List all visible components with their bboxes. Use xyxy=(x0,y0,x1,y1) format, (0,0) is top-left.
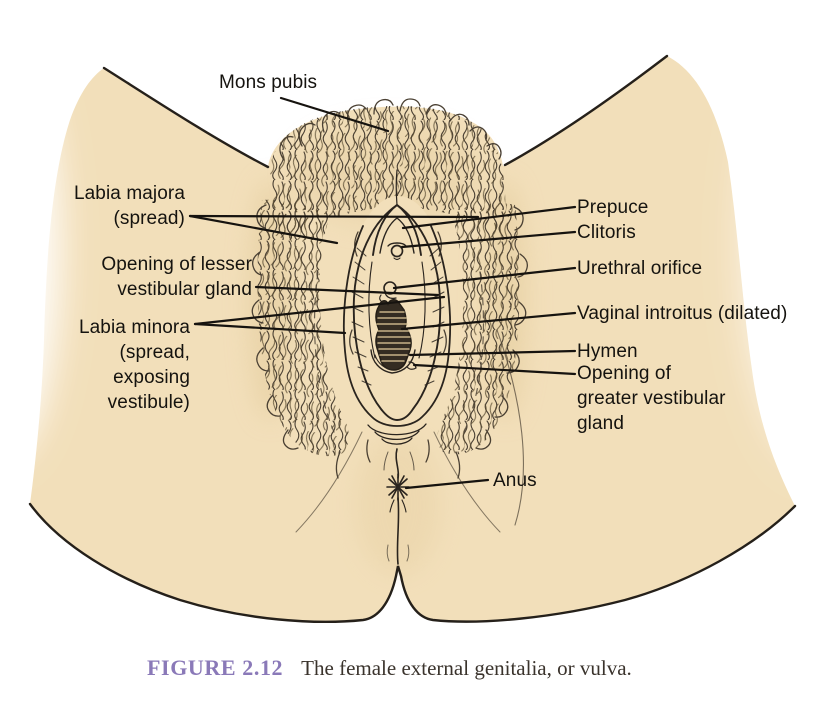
label-greater-vestibular-gland: Opening of greater vestibular gland xyxy=(577,363,726,434)
leader-mons-pubis xyxy=(279,96,390,133)
edge-fade xyxy=(0,30,825,460)
label-hymen: Hymen xyxy=(577,341,638,362)
label-urethral-orifice: Urethral orifice xyxy=(577,258,703,279)
leader-vaginal-introitus xyxy=(400,311,577,331)
leader-labia-minora-left xyxy=(193,322,347,335)
leader-labia-majora-left xyxy=(188,214,339,245)
leader-urethral-orifice xyxy=(392,266,577,290)
label-lesser-vestibular-gland: Opening of lesser vestibular gland xyxy=(101,254,252,300)
label-mons-pubis: Mons pubis xyxy=(219,72,318,93)
pubic-hair xyxy=(251,98,528,479)
body-outlines xyxy=(28,54,797,623)
label-clitoris: Clitoris xyxy=(577,222,636,243)
label-anus: Anus xyxy=(493,470,537,491)
figure-caption: FIGURE 2.12 The female external genitali… xyxy=(147,655,632,681)
leader-labia-majora-right xyxy=(188,214,480,219)
prepuce-fold xyxy=(372,203,422,256)
leader-lines xyxy=(188,96,577,490)
gluteal-cleft-line xyxy=(396,497,400,565)
clitoris-glans xyxy=(390,244,404,258)
leader-hymen xyxy=(408,349,577,357)
leader-clitoris xyxy=(400,230,577,249)
leader-prepuce xyxy=(401,205,577,230)
label-labia-minora: Labia minora (spread, exposing vestibule… xyxy=(78,317,190,413)
leader-greater-vestibular xyxy=(412,363,577,376)
vaginal-introitus-shape xyxy=(375,299,412,371)
crease-lines xyxy=(295,271,524,533)
buttocks-outline xyxy=(28,502,797,623)
leader-labia-minora-right xyxy=(193,295,446,326)
leader-anus xyxy=(404,478,490,490)
right-thigh-outline xyxy=(503,54,669,167)
label-vaginal-introitus: Vaginal introitus (dilated) xyxy=(577,303,788,324)
leader-lesser-vestibular xyxy=(254,285,440,297)
greater-vestibular-opening xyxy=(406,361,417,370)
vestibule-hatching xyxy=(351,247,445,386)
hair-fill xyxy=(257,105,520,457)
vulva-line-art xyxy=(342,169,452,565)
label-prepuce: Prepuce xyxy=(577,197,649,218)
anus-mark xyxy=(386,473,410,513)
label-labia-majora: Labia majora (spread) xyxy=(73,183,185,229)
hair-fringe xyxy=(251,98,528,479)
figure-caption-text: The female external genitalia, or vulva. xyxy=(301,656,632,680)
figure-number: FIGURE 2.12 xyxy=(147,655,284,680)
hymen-rim xyxy=(370,349,416,374)
left-thigh-outline xyxy=(102,66,270,169)
